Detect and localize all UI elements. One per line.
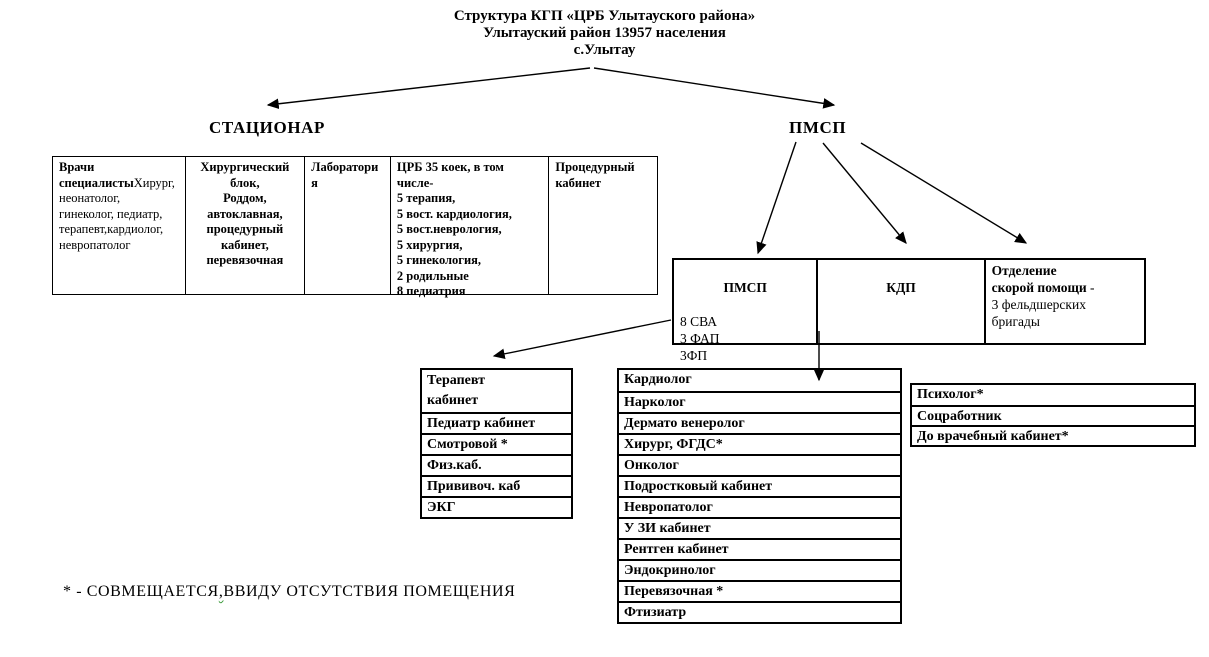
stationary-cell-doctors: Врачи специалистыХирург, неонатолог, гин…	[53, 157, 186, 294]
pmsp-cell-ambulance-detail: - 3 фельдшерских бригады	[991, 280, 1095, 329]
list-item: Подростковый кабинет	[619, 475, 900, 496]
list-item: Терапевт кабинет	[427, 373, 485, 408]
footnote-spellcheck-squiggle: ,	[218, 583, 224, 600]
left-cabinet-list: Терапевт кабинет Педиатр кабинет Смотров…	[420, 368, 573, 519]
branch-label-pmsp: ПМСП	[789, 118, 847, 137]
stationary-table: Врачи специалистыХирург, неонатолог, гин…	[52, 156, 658, 298]
pmsp-cell-pmsp-header: ПМСП	[723, 280, 767, 295]
stationary-cell-doctors-body: Хирург, неонатолог, гинеколог, педиатр, …	[59, 175, 175, 252]
arrow-pmsp-to-ambulance-cell	[860, 142, 1028, 244]
specialist-list: Кардиолог Нарколог Дермато венеролог Хир…	[617, 368, 902, 624]
list-item: Прививоч. каб	[422, 475, 571, 496]
list-item: Смотровой *	[422, 433, 571, 454]
footnote-prefix: * - СОВМЕЩАЕТСЯ	[63, 583, 219, 600]
list-item: Фтизиатр	[619, 601, 900, 622]
list-item: Нарколог	[619, 391, 900, 412]
list-item: Невропатолог	[619, 496, 900, 517]
pmsp-cell-ambulance-title: Отделение скорой помощи	[991, 263, 1087, 295]
footnote-suffix: ВВИДУ ОТСУТСТВИЯ ПОМЕЩЕНИЯ	[223, 583, 516, 600]
support-staff-list: Психолог* Соцработник До врачебный кабин…	[910, 383, 1196, 447]
list-item: Психолог*	[917, 387, 984, 402]
pmsp-cell-ambulance: Отделение скорой помощи - 3 фельдшерских…	[986, 260, 1144, 343]
list-item: Эндокринолог	[619, 559, 900, 580]
branch-label-stationary: СТАЦИОНАР	[209, 118, 325, 137]
arrow-title-to-pmsp	[593, 67, 836, 109]
footnote: * - СОВМЕЩАЕТСЯ,ВВИДУ ОТСУТСТВИЯ ПОМЕЩЕН…	[63, 583, 515, 601]
arrow-pmsp-to-kdp-cell	[822, 142, 907, 244]
stationary-cell-doctors-header: Врачи специалисты	[59, 160, 134, 190]
stationary-cell-beds: ЦРБ 35 коек, в том числе- 5 терапия, 5 в…	[391, 157, 550, 298]
list-item: Физ.каб.	[422, 454, 571, 475]
stationary-cell-laboratory: Лаборатория	[305, 157, 391, 294]
pmsp-cell-pmsp: ПМСП 8 СВА 3 ФАП 3ФП	[674, 260, 819, 363]
pmsp-cell-kdp: КДП	[818, 260, 986, 343]
list-item: Соцработник	[912, 405, 1194, 425]
arrow-title-to-stationary	[266, 67, 591, 110]
list-item: Педиатр кабинет	[422, 412, 571, 433]
list-item: Кардиолог	[624, 372, 692, 387]
document-title: Структура КГП «ЦРБ Улытауского района» У…	[0, 8, 1209, 59]
title-line-1: Структура КГП «ЦРБ Улытауского района»	[453, 8, 756, 24]
pmsp-cell-pmsp-body: 8 СВА 3 ФАП 3ФП	[680, 314, 720, 363]
title-line-2: Улытауский район 13957 населения	[483, 25, 726, 41]
list-item: ЭКГ	[422, 496, 571, 517]
list-item: У ЗИ кабинет	[619, 517, 900, 538]
stationary-cell-surgical-block: Хирургический блок, Роддом, автоклавная,…	[186, 157, 306, 294]
arrow-pmsp-to-pmsp-cell	[756, 141, 797, 255]
stationary-cell-procedure-room: Процедурный кабинет	[555, 160, 635, 190]
list-item: Хирург, ФГДС*	[619, 433, 900, 454]
list-item: Онколог	[619, 454, 900, 475]
list-item: До врачебный кабинет*	[912, 425, 1194, 445]
pmsp-table: ПМСП 8 СВА 3 ФАП 3ФП КДП Отделение скоро…	[672, 258, 1146, 363]
list-item: Перевязочная *	[619, 580, 900, 601]
pmsp-cell-kdp-header: КДП	[886, 280, 916, 295]
list-item: Дермато венеролог	[619, 412, 900, 433]
arrow-pmsp-table-to-left-list	[492, 319, 672, 360]
title-line-3: с.Улытау	[573, 42, 636, 58]
list-item: Рентген кабинет	[619, 538, 900, 559]
